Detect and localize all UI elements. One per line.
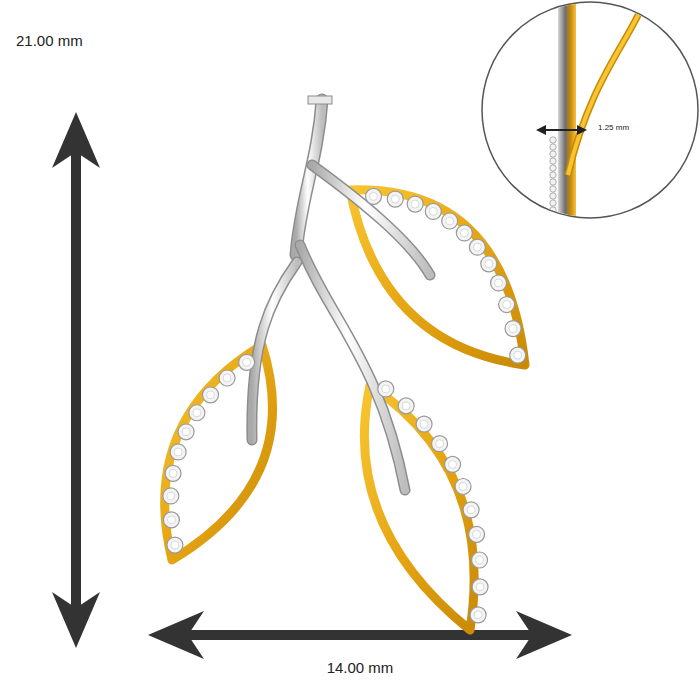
diamond-stone (170, 444, 186, 460)
dimension-label: 21.00 mm (16, 33, 83, 50)
diamond-stone (472, 579, 488, 595)
diamond-stone (550, 221, 556, 227)
diamond-stone (163, 488, 179, 504)
dimension-label: 1.25 mm (597, 124, 630, 133)
diamond-stone (550, 172, 556, 178)
diamond-stone (469, 239, 485, 255)
diamond-stone (442, 213, 458, 229)
diamond-stone (510, 347, 526, 363)
diamond-stone (416, 416, 432, 432)
diamond-stone (239, 354, 255, 370)
diamond-stone (445, 456, 461, 472)
diamond-stone (472, 552, 488, 568)
diamond-stone (203, 387, 219, 403)
diamond-stone (481, 256, 497, 272)
height-dimension-arrow (52, 112, 100, 648)
diamond-stone (167, 537, 183, 553)
dimension-label: 14.00 mm (327, 660, 394, 677)
diamond-stone (469, 526, 485, 542)
diamond-stone (163, 512, 179, 528)
diamond-stone (456, 225, 472, 241)
diamond-stone (491, 275, 507, 291)
diamond-stone (505, 321, 521, 337)
pendant-drawing (163, 96, 526, 630)
diamond-stone (550, 200, 556, 206)
diamond-stone (550, 137, 556, 143)
diamond-stone (550, 214, 556, 220)
diamond-stone (407, 196, 423, 212)
diamond-stone (189, 405, 205, 421)
diamond-stone (365, 188, 381, 204)
diamond-stone (378, 381, 394, 397)
diamond-stone (550, 165, 556, 171)
diamond-stone (165, 465, 181, 481)
diamond-stone (432, 436, 448, 452)
diamond-stone (470, 607, 486, 623)
diamond-stone (463, 502, 479, 518)
diamond-stone (398, 398, 414, 414)
diamond-stone (499, 297, 515, 313)
thickness-inset (482, 0, 698, 240)
diamond-stone (550, 179, 556, 185)
diamond-stone (550, 151, 556, 157)
diamond-stone (219, 370, 235, 386)
diamond-stone (455, 479, 471, 495)
diamond-stone (550, 228, 556, 234)
diamond-stone (550, 158, 556, 164)
diamond-stone (550, 144, 556, 150)
width-dimension-arrow (148, 611, 572, 659)
diamond-stone (178, 424, 194, 440)
diamond-stone (387, 191, 403, 207)
diamond-stone (425, 203, 441, 219)
diamond-stone (550, 186, 556, 192)
diamond-stone (550, 207, 556, 213)
diamond-stone (550, 193, 556, 199)
